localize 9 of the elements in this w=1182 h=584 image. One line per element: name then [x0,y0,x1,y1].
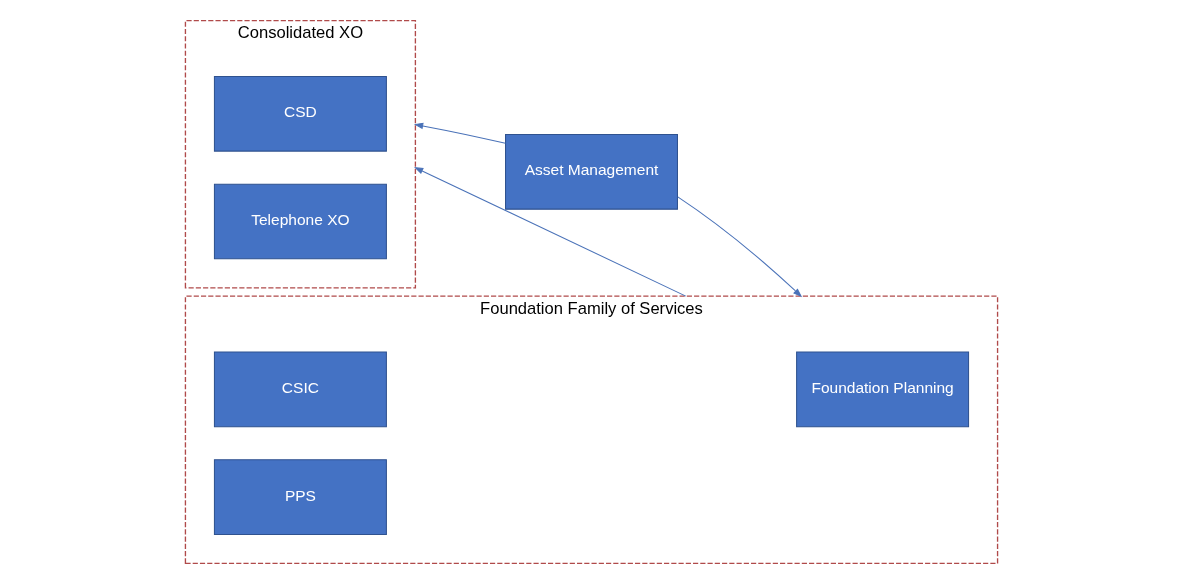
arrow [676,196,802,298]
node-box: CSD [213,76,387,152]
arrow [413,167,686,297]
node-box: PPS [213,459,387,535]
node-box: Asset Management [504,134,678,210]
node-box: Telephone XO [213,183,387,260]
arrow [413,122,506,144]
node-box: CSIC [213,351,387,428]
node-box: Foundation Planning [795,351,969,428]
